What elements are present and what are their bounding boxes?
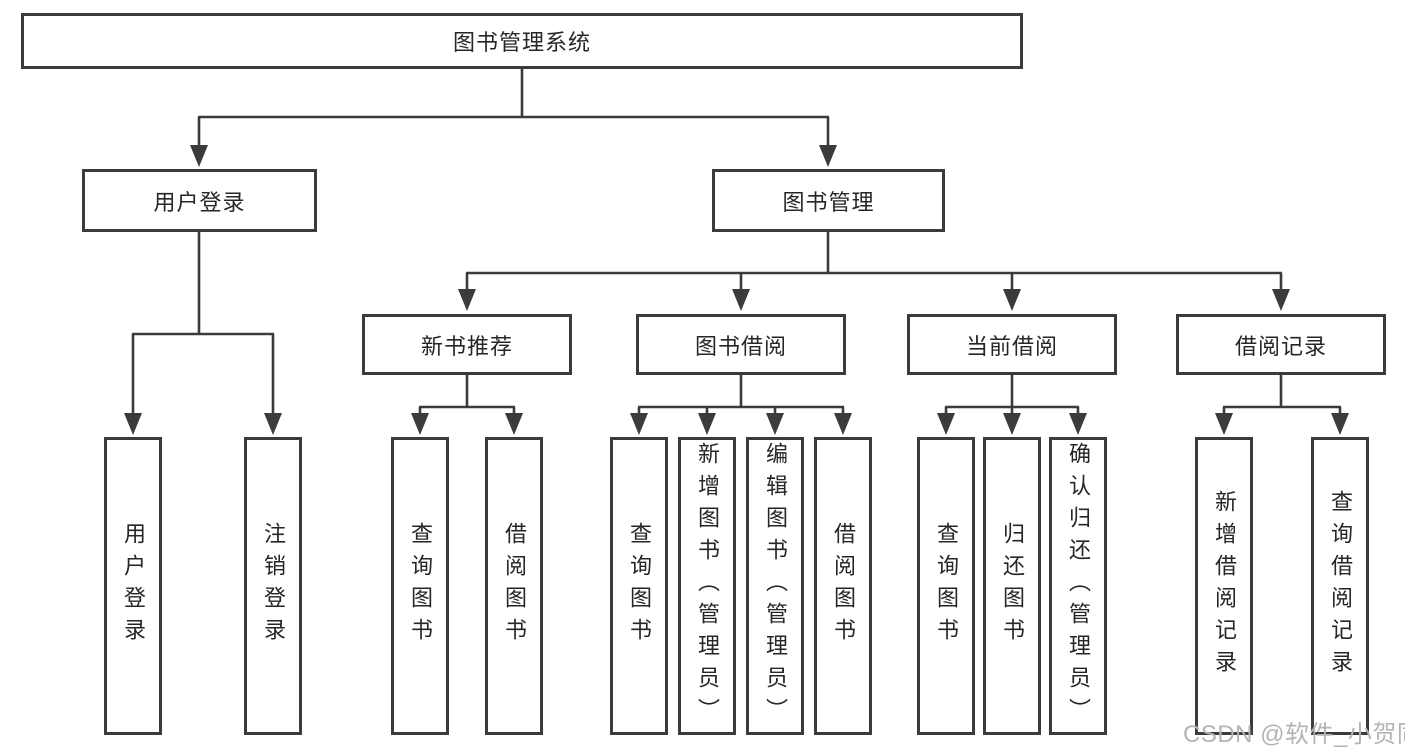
node-label: 图书管理系统: [452, 30, 591, 55]
node-label: 新书推荐: [420, 333, 513, 359]
node-label: 借阅图书: [502, 522, 527, 650]
leaf-cb-query-books: 查询图书: [917, 437, 975, 735]
node-label: 查询图书: [408, 522, 433, 650]
node-library-system: 图书管理系统: [21, 13, 1023, 69]
leaf-bb-query-books: 查询图书: [610, 437, 668, 735]
leaf-rec-query-books: 查询图书: [391, 437, 449, 735]
node-label: 用户登录: [153, 189, 246, 215]
node-new-book-recommend: 新书推荐: [362, 314, 572, 375]
node-label: 查询图书: [934, 522, 959, 650]
node-user-login: 用户登录: [82, 169, 317, 232]
node-label: 借阅记录: [1234, 333, 1327, 359]
node-label: 当前借阅: [965, 333, 1058, 359]
node-book-management: 图书管理: [712, 169, 945, 232]
leaf-br-add-record: 新增借阅记录: [1195, 437, 1253, 735]
node-label: 用户登录: [121, 522, 146, 650]
node-label: 查询借阅记录: [1328, 490, 1353, 682]
node-borrow-records: 借阅记录: [1176, 314, 1386, 375]
node-label: 新增借阅记录: [1212, 490, 1237, 682]
leaf-bb-borrow-books: 借阅图书: [814, 437, 872, 735]
node-label: 注销登录: [261, 522, 286, 650]
leaf-user-login: 用户登录: [104, 437, 162, 735]
node-label: 编辑图书（管理员）: [763, 442, 788, 730]
node-label: 图书借阅: [694, 333, 787, 359]
node-label: 借阅图书: [831, 522, 856, 650]
leaf-logout: 注销登录: [244, 437, 302, 735]
leaf-br-query-record: 查询借阅记录: [1311, 437, 1369, 735]
node-book-borrowing: 图书借阅: [636, 314, 846, 375]
node-label: 图书管理: [782, 189, 875, 215]
node-label: 确认归还（管理员）: [1066, 442, 1091, 730]
csdn-watermark: CSDN @软件_小贺同学: [1183, 721, 1405, 747]
leaf-bb-add-books-admin: 新增图书（管理员）: [678, 437, 736, 735]
node-label: 查询图书: [627, 522, 652, 650]
node-label: 新增图书（管理员）: [695, 442, 720, 730]
node-label: 归还图书: [1000, 522, 1025, 650]
leaf-rec-borrow-books: 借阅图书: [485, 437, 543, 735]
leaf-cb-confirm-return-admin: 确认归还（管理员）: [1049, 437, 1107, 735]
leaf-bb-edit-books-admin: 编辑图书（管理员）: [746, 437, 804, 735]
node-current-borrowing: 当前借阅: [907, 314, 1117, 375]
leaf-cb-return-books: 归还图书: [983, 437, 1041, 735]
